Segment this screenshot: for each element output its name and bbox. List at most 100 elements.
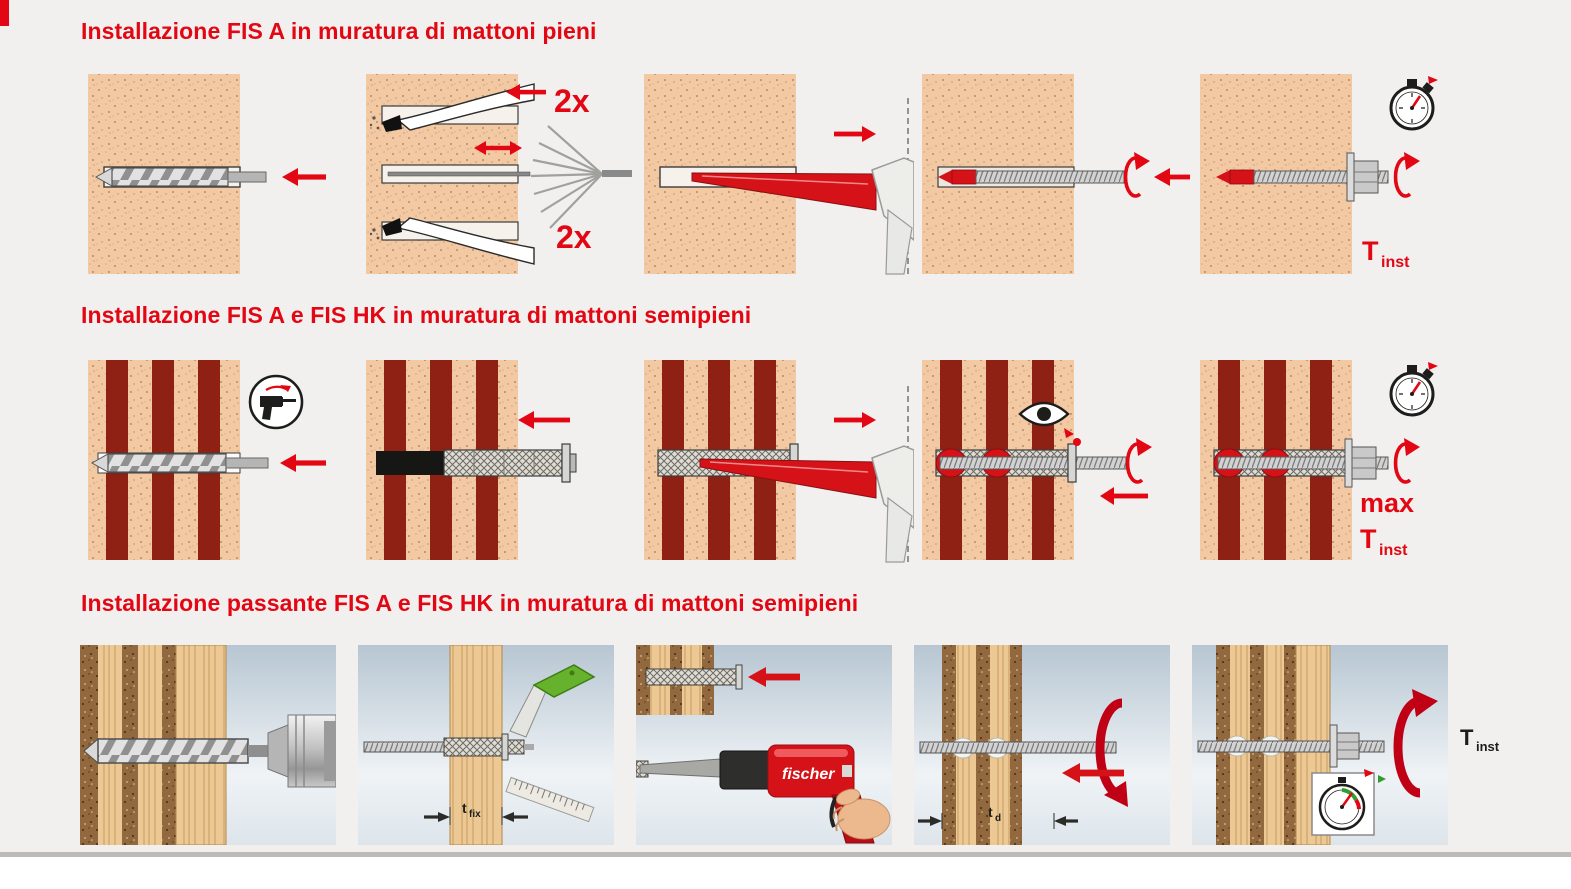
fixture-thickness-dimension: t fix bbox=[424, 800, 528, 825]
step-panel-inject-hollow bbox=[636, 356, 914, 566]
torque-symbol-label: T bbox=[1360, 524, 1377, 554]
illustration-cure-solid: T inst bbox=[1200, 74, 1438, 274]
washer-and-nut bbox=[1329, 724, 1360, 768]
torque-symbol-label: T bbox=[1460, 725, 1474, 750]
fixture-thickness-subscript: fix bbox=[469, 809, 481, 820]
bottom-divider bbox=[0, 852, 1571, 857]
ruler bbox=[505, 776, 595, 823]
step-row-solid-brick: 2x 2x bbox=[80, 70, 1470, 280]
drill-bit bbox=[94, 167, 267, 187]
rotation-arrow-icon bbox=[1393, 438, 1420, 484]
torque-symbol-label: T bbox=[1362, 236, 1379, 266]
torque-subscript-label: inst bbox=[1379, 542, 1408, 559]
bottom-margin bbox=[0, 857, 1571, 889]
arrow-left-icon bbox=[1154, 168, 1190, 186]
brush-wire bbox=[387, 171, 531, 177]
rotation-arrow-icon bbox=[1393, 152, 1420, 198]
drill-depth-symbol: t bbox=[988, 804, 993, 820]
torque-subscript-label: inst bbox=[1476, 739, 1500, 754]
double-arrow-icon bbox=[474, 141, 522, 155]
drill-depth-subscript: d bbox=[995, 813, 1001, 824]
step-panel-insert-sleeve bbox=[358, 356, 636, 566]
torque-subscript-label: inst bbox=[1381, 254, 1410, 271]
step-row-hollow-brick: max T inst bbox=[80, 356, 1470, 566]
illustration-drill-solid bbox=[88, 74, 326, 274]
step-panel-set-rod-through: t d bbox=[914, 645, 1170, 845]
rotation-arrow-icon bbox=[1125, 438, 1152, 484]
illustration-cut-sleeve: t fix bbox=[358, 645, 614, 845]
drill-chuck bbox=[267, 714, 336, 788]
max-label: max bbox=[1360, 488, 1414, 518]
arrow-left-icon bbox=[748, 667, 800, 687]
drill-bit bbox=[90, 453, 269, 473]
brand-label: fischer bbox=[782, 766, 835, 783]
injection-gun bbox=[871, 445, 914, 563]
illustration-insert-sleeve bbox=[366, 360, 577, 560]
step-panel-cure-torque-hollow: max T inst bbox=[1192, 356, 1470, 566]
step-panel-drill-solid bbox=[80, 70, 358, 280]
resin-check-marker bbox=[1064, 428, 1081, 446]
anchor-sleeve bbox=[443, 443, 577, 483]
eye-icon bbox=[1018, 401, 1070, 427]
illustration-inject-through: fischer bbox=[636, 645, 892, 845]
drill-depth-dimension: t d bbox=[918, 804, 1078, 829]
illustration-clean-hole: 2x 2x bbox=[366, 74, 632, 274]
injection-nozzle bbox=[699, 458, 877, 499]
rotary-drilling-icon bbox=[248, 374, 304, 430]
illustration-inject-solid bbox=[644, 74, 914, 276]
illustration-drill-hollow bbox=[88, 360, 326, 560]
illustration-inject-hollow bbox=[644, 360, 914, 563]
step-row-through-install: t fix bbox=[80, 645, 1552, 845]
illustration-insert-rod-solid bbox=[922, 74, 1190, 274]
threaded-rod bbox=[919, 741, 1117, 754]
threaded-rod bbox=[975, 170, 1125, 184]
blow-pump-bottom bbox=[369, 217, 535, 265]
step-panel-insert-rod-solid bbox=[914, 70, 1192, 280]
step-panel-drill-through bbox=[80, 645, 336, 845]
resin-coated-tip bbox=[1216, 169, 1255, 185]
section-heading-solid-brick: Installazione FIS A in muratura di matto… bbox=[81, 18, 597, 44]
arrow-left-icon bbox=[280, 454, 326, 472]
page-corner-accent bbox=[0, 0, 9, 26]
arrow-left-icon bbox=[282, 168, 326, 186]
illustration-cure-hollow: max T inst bbox=[1200, 360, 1438, 560]
step-panel-clean-hole: 2x 2x bbox=[358, 70, 636, 280]
step-panel-inject-solid bbox=[636, 70, 914, 280]
hand bbox=[832, 788, 891, 840]
round-brush bbox=[530, 125, 632, 229]
layered-wall bbox=[1216, 645, 1296, 845]
illustration-final-torque: T inst bbox=[1192, 645, 1500, 845]
torque-gauge-icon bbox=[1311, 769, 1386, 836]
utility-knife bbox=[509, 664, 596, 738]
anchor-sleeve bbox=[645, 664, 743, 690]
stopwatch-icon bbox=[1389, 76, 1438, 131]
threaded-rod bbox=[1197, 740, 1385, 753]
illustration-set-rod-through: t d bbox=[914, 645, 1170, 845]
arrow-left-icon bbox=[506, 84, 546, 100]
washer-and-nut bbox=[1346, 152, 1379, 202]
step-panel-final-torque: T inst bbox=[1192, 645, 1552, 845]
step-panel-inject-through: fischer bbox=[636, 645, 892, 845]
section-heading-through-install: Installazione passante FIS A e FIS HK in… bbox=[81, 590, 859, 616]
rotation-arrow-icon bbox=[1123, 152, 1150, 198]
injection-nozzle bbox=[691, 172, 877, 211]
sleeve-collar bbox=[1067, 443, 1077, 483]
fixture-thickness-symbol: t bbox=[462, 800, 467, 816]
illustration-drill-through bbox=[80, 645, 336, 845]
resin-coated-tip bbox=[938, 169, 977, 185]
washer-and-nut bbox=[1344, 438, 1377, 488]
section-heading-hollow-brick: Installazione FIS A e FIS HK in muratura… bbox=[81, 302, 752, 328]
stopwatch-icon bbox=[1389, 362, 1438, 417]
arrow-left-icon bbox=[1100, 487, 1148, 505]
blow-pump-top bbox=[369, 83, 535, 132]
drill-bit bbox=[83, 737, 268, 765]
arrow-left-icon bbox=[1062, 763, 1124, 783]
arrow-right-icon bbox=[834, 412, 876, 428]
step-panel-insert-rod-hollow bbox=[914, 356, 1192, 566]
empty-hole bbox=[376, 451, 446, 475]
blow-count-top-label: 2x bbox=[554, 83, 590, 119]
illustration-insert-rod-hollow bbox=[922, 360, 1152, 560]
rotation-arrow-icon bbox=[1095, 698, 1128, 807]
rotation-arrow-icon bbox=[1393, 689, 1438, 798]
arrow-right-icon bbox=[834, 126, 876, 142]
